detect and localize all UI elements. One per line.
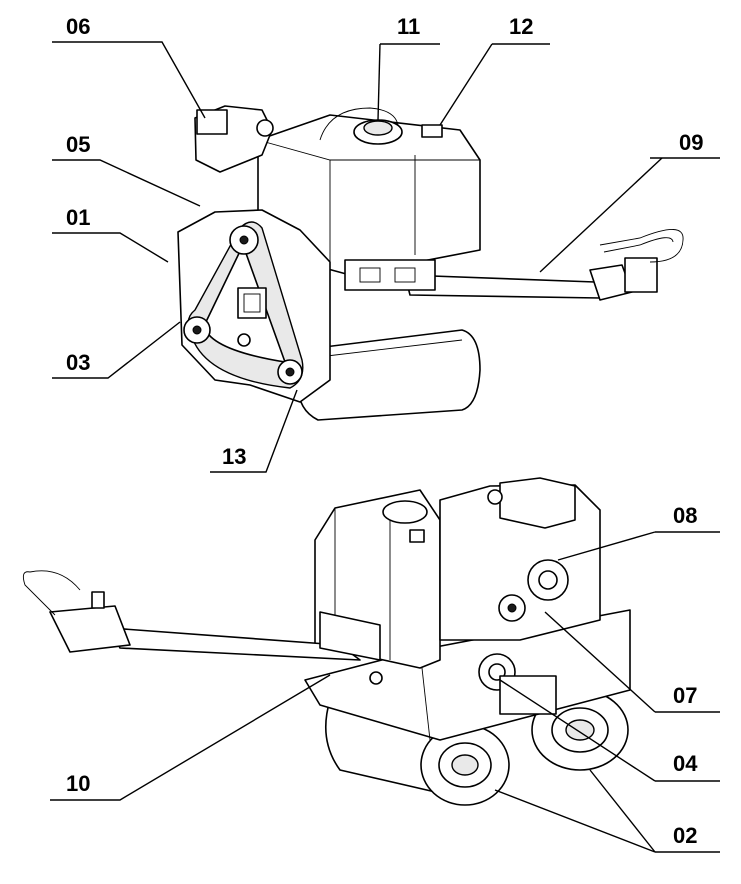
label-08: 08 <box>673 503 697 528</box>
label-13: 13 <box>222 444 246 469</box>
bottom-roller-drawing <box>22 477 631 806</box>
label-12: 12 <box>509 14 533 39</box>
top-roller-drawing <box>177 105 684 421</box>
label-02: 02 <box>673 823 697 848</box>
label-04: 04 <box>673 751 698 776</box>
label-07: 07 <box>673 683 697 708</box>
label-05: 05 <box>66 132 90 157</box>
part-labels: 06 11 12 05 09 01 03 13 08 07 04 10 02 <box>66 14 703 848</box>
label-03: 03 <box>66 350 90 375</box>
label-06: 06 <box>66 14 90 39</box>
label-09: 09 <box>679 130 703 155</box>
label-01: 01 <box>66 205 90 230</box>
label-11: 11 <box>397 14 420 39</box>
leader-lines <box>50 41 720 853</box>
label-10: 10 <box>66 771 90 796</box>
